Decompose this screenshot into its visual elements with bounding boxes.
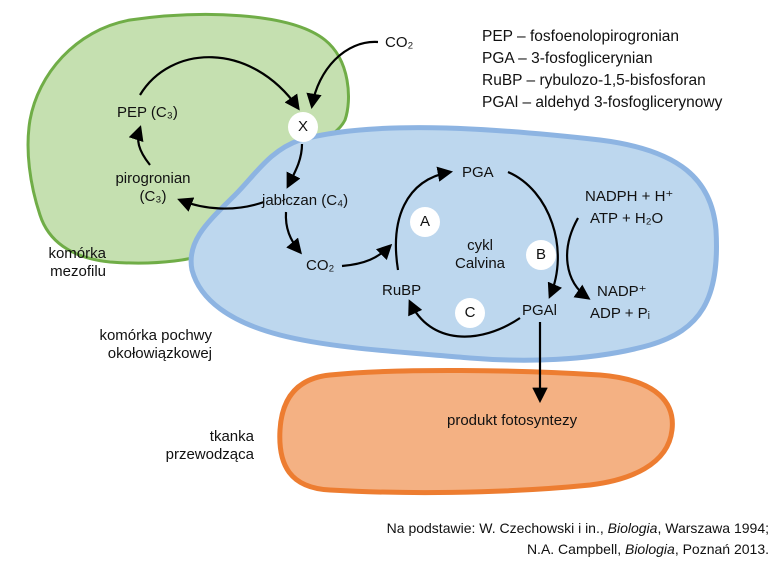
arrow-co2-to-rubp [341, 243, 393, 268]
arrow-pgal-to-rubp [408, 299, 521, 338]
nadph-label: NADPH + H⁺ [585, 188, 674, 205]
arrow-malate-to-pyruvate [177, 197, 265, 212]
legend-item: PGA – 3-fosfoglicerynian [482, 50, 653, 67]
mesophyll-cell-label: komórka mezofilu [48, 245, 106, 280]
co2-inner-label: CO₂ [306, 257, 335, 274]
arrow-pyruvate-to-pep [128, 125, 151, 166]
step-a-circle: A [410, 207, 440, 237]
pga-label: PGA [462, 164, 494, 181]
nadp-label: NADP⁺ [597, 283, 647, 300]
pep-label: PEP (C₃) [117, 104, 178, 121]
malate-label: jabłczan (C₄) [262, 192, 349, 209]
arrow-rubp-to-pga [394, 166, 454, 271]
step-c-circle: C [455, 298, 485, 328]
enzyme-x-circle: X [288, 112, 318, 142]
rubp-label: RuBP [382, 282, 422, 299]
calvin-cycle-label: cykl Calvina [454, 237, 506, 272]
bundle-sheath-cell-label: komórka pochwy okołowiązkowej [99, 327, 212, 362]
product-label: produkt fotosyntezy [447, 412, 578, 429]
vascular-tissue-label: tkanka przewodząca [165, 428, 254, 463]
atp-label: ATP + H₂O [590, 210, 664, 227]
legend-item: PEP – fosfoenolopirogronian [482, 28, 680, 45]
step-b-circle: B [526, 240, 556, 270]
arrow-co2-to-x [306, 40, 379, 110]
source-citation: Na podstawie: W. Czechowski i in., Biolo… [386, 520, 769, 557]
arrow-nadph-to-nadp [566, 217, 591, 300]
pgal-label: PGAl [522, 302, 558, 319]
legend-item: RuBP – rybulozo-1,5-bisfosforan [482, 72, 706, 89]
pyruvate-label: pirogronian (C₃) [115, 170, 191, 205]
legend-item: PGAl – aldehyd 3-fosfoglicerynowy [482, 94, 723, 111]
co2-top-label: CO₂ [385, 34, 414, 51]
arrow-x-to-malate [286, 143, 304, 189]
bundle-sheath-cell [188, 125, 719, 363]
vascular-tissue [277, 367, 675, 496]
arrow-pep-to-x [139, 56, 300, 111]
arrow-malate-to-co2 [284, 211, 302, 255]
abbreviation-legend: PEP – fosfoenolopirogronian PGA – 3-fosf… [482, 26, 722, 114]
adp-label: ADP + Pᵢ [590, 305, 651, 322]
arrow-pga-to-pgal [507, 170, 562, 299]
